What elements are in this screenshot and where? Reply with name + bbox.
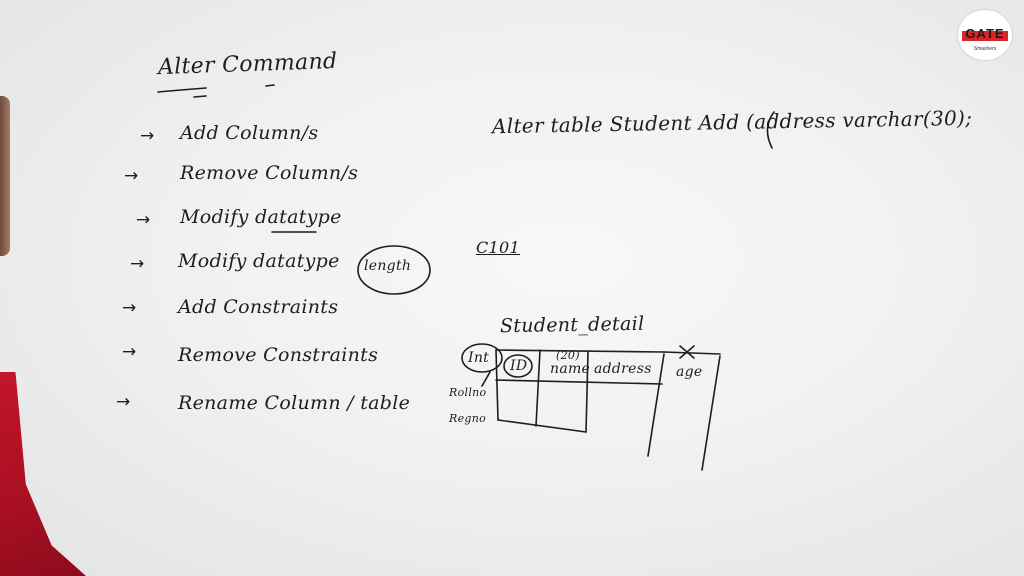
arrow-icon: → <box>122 298 137 318</box>
arrow-icon: → <box>122 342 137 362</box>
presenter-shoulder <box>0 96 10 256</box>
list-item-modify-datatype-length: Modify datatype <box>178 250 340 272</box>
channel-logo: GATE Smashers <box>958 10 1012 60</box>
table-name: Student_detail <box>499 312 645 338</box>
column-id: ID <box>510 358 528 374</box>
row-label-regno: Regno <box>449 412 487 425</box>
logo-text: GATE <box>965 26 1005 41</box>
circled-length-label: length <box>364 258 412 274</box>
c101-label: C101 <box>476 238 520 257</box>
list-item-modify-datatype: Modify datatype <box>180 206 342 228</box>
arrow-icon: → <box>124 166 139 186</box>
list-item-add-columns: Add Column/s <box>180 122 319 144</box>
arrow-icon: → <box>116 392 131 412</box>
logo-subtext: Smashers <box>973 46 997 52</box>
logo-bar <box>962 31 1008 41</box>
column-name: name <box>550 361 591 377</box>
column-address: address <box>594 361 652 377</box>
arrow-icon: → <box>136 210 151 230</box>
column-age-struck: age <box>676 364 703 380</box>
list-item-remove-constraints: Remove Constraints <box>178 344 379 366</box>
list-item-rename-column-table: Rename Column / table <box>178 392 411 414</box>
arrow-icon: → <box>140 126 155 146</box>
arrow-icon: → <box>130 254 145 274</box>
list-item-add-constraints: Add Constraints <box>178 296 339 318</box>
int-annotation: Int <box>468 350 490 366</box>
row-label-rollno: Rollno <box>449 386 487 399</box>
list-item-remove-columns: Remove Column/s <box>180 162 359 184</box>
